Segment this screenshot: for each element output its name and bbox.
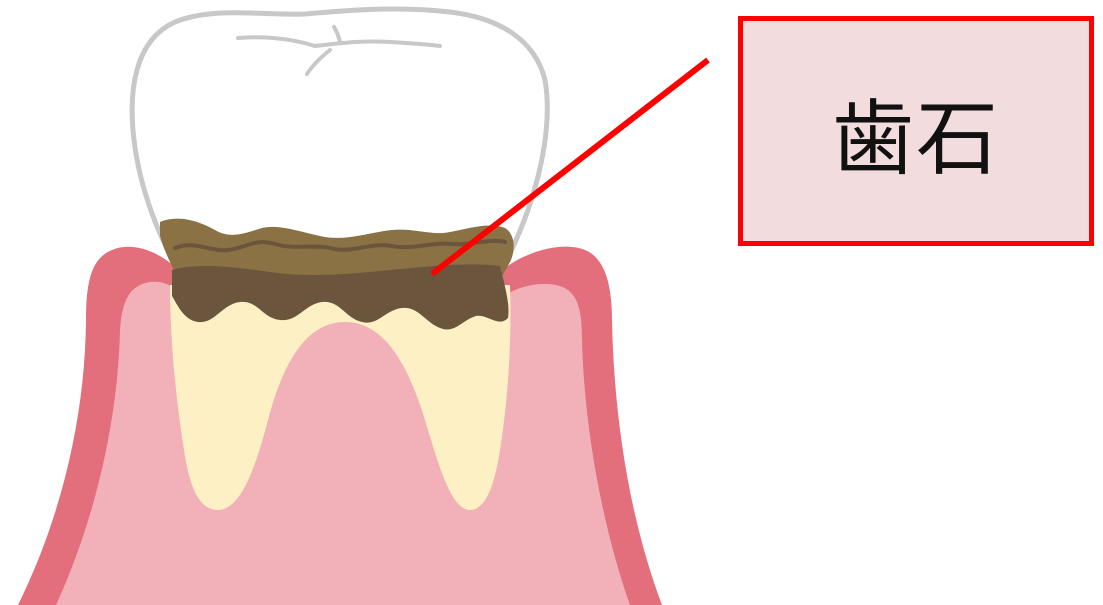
label-box: 歯石 bbox=[738, 16, 1094, 246]
gum-inner bbox=[56, 282, 630, 605]
label-text: 歯石 bbox=[832, 72, 1000, 191]
